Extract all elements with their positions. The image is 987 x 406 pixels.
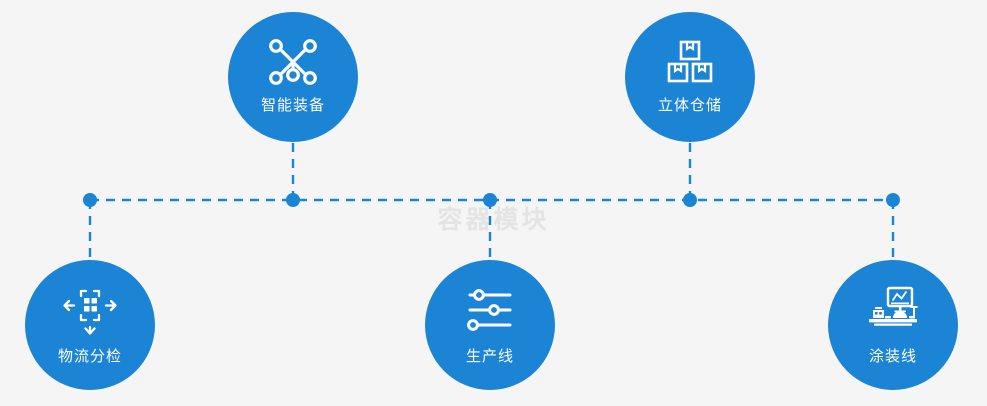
node-label-shengchan-xian: 生产线 [465, 347, 514, 365]
junction-dot-zhineng[interactable] [286, 193, 300, 207]
node-label-wuliu-fenjian: 物流分检 [57, 347, 122, 365]
junction-dot-tuzhuang[interactable] [886, 193, 900, 207]
node-zhineng-zhuangbei[interactable]: 智能装备 [228, 12, 358, 142]
node-label-liti-cangchu: 立体仓储 [657, 96, 722, 114]
node-shengchan-xian[interactable]: 生产线 [425, 260, 555, 390]
painting-machine-icon [869, 286, 918, 326]
node-label-tuzhuang-xian: 涂装线 [868, 347, 917, 365]
junction-dot-wuliu[interactable] [83, 193, 97, 207]
node-liti-cangchu[interactable]: 立体仓储 [625, 12, 755, 142]
sorting-grid-arrows-icon [63, 289, 117, 335]
junction-dot-litihe[interactable] [683, 193, 697, 207]
network-nodes-icon [269, 39, 317, 85]
sliders-icon [467, 289, 512, 331]
node-wuliu-fenjian[interactable]: 物流分检 [25, 260, 155, 390]
stacked-boxes-icon [667, 40, 713, 83]
node-tuzhuang-xian[interactable]: 涂装线 [828, 260, 958, 390]
node-label-zhineng-zhuangbei: 智能装备 [260, 96, 325, 114]
junction-dot-shengchan[interactable] [483, 193, 497, 207]
